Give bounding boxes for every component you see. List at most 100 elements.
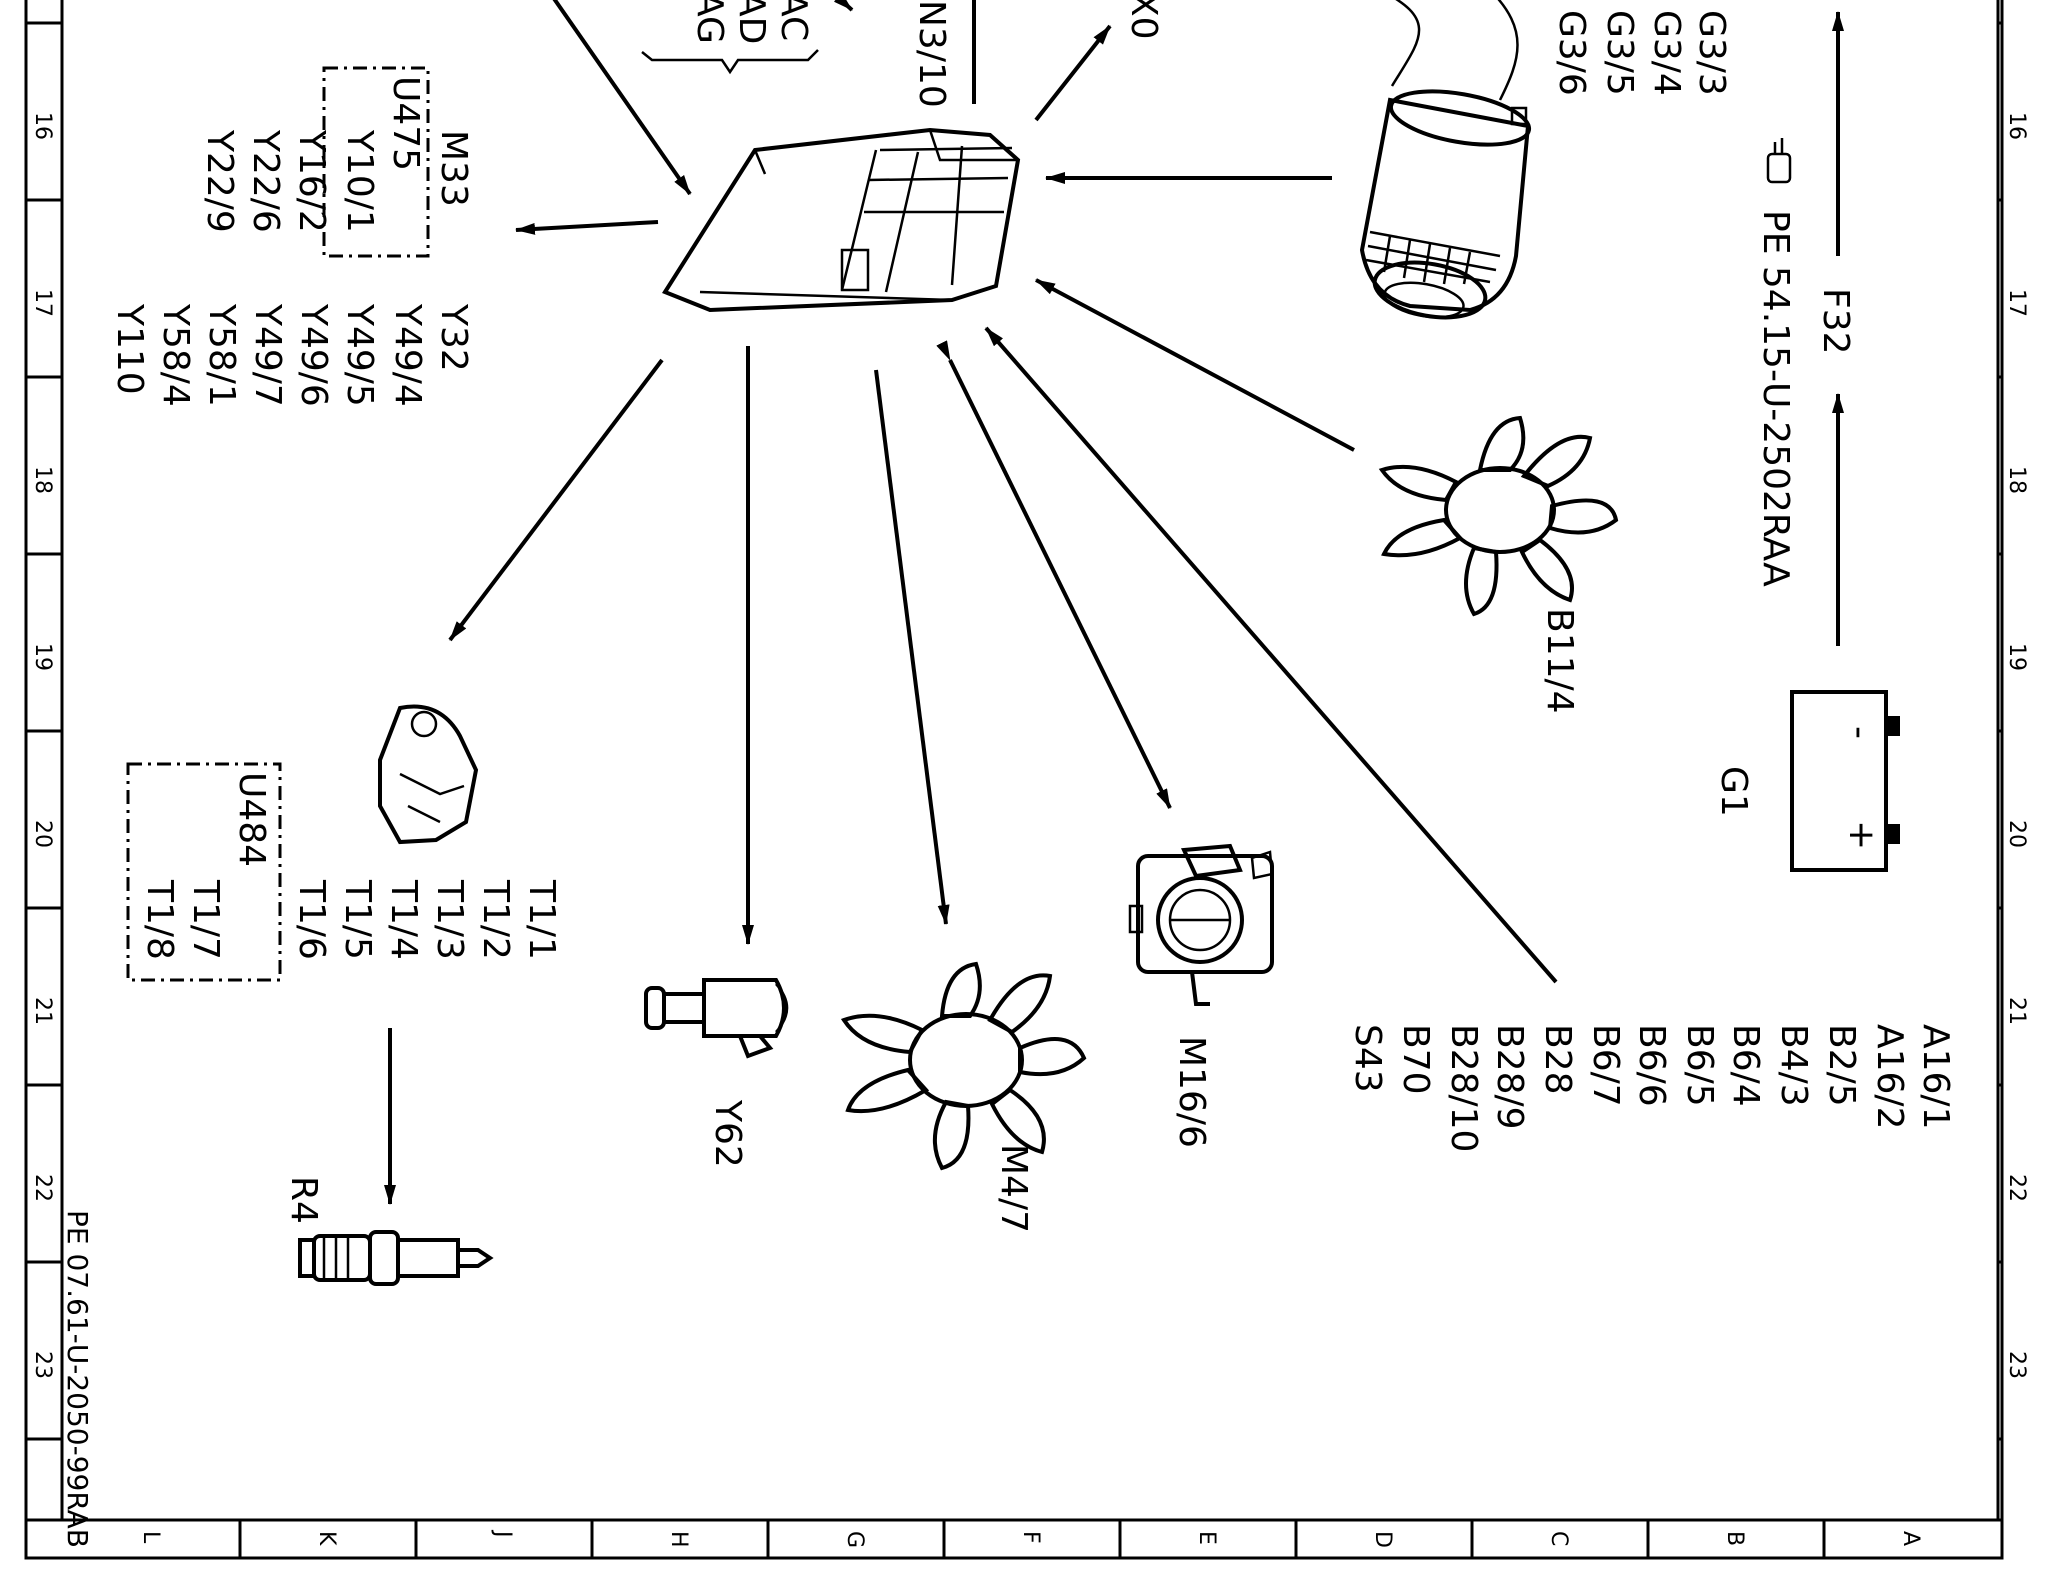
row-label: 19	[2004, 643, 2029, 671]
battery-plus-label: +	[1841, 820, 1882, 850]
svg-text:T1/6: T1/6	[291, 879, 332, 960]
row-label: 18	[30, 466, 55, 494]
hand-pointer-icon	[1766, 138, 1792, 184]
injector-icon	[644, 978, 789, 1059]
svg-text:Y49/5: Y49/5	[339, 303, 380, 407]
m33-label-group: M33 U475 Y10/1 Y16/2 Y22/6 Y22/9	[199, 66, 474, 258]
row-label: 23	[2004, 1351, 2029, 1379]
column-label: C	[1546, 1531, 1571, 1546]
svg-text:A16/2: A16/2	[1869, 1024, 1910, 1129]
row-label: 18	[2004, 466, 2029, 494]
row-labels-right: 16 17 18 19 20 21 22 23	[2004, 112, 2029, 1379]
top-left-label-group: AC AD AG	[641, 0, 819, 75]
svg-text:B28: B28	[1537, 1024, 1578, 1095]
svg-text:B28/9: B28/9	[1489, 1024, 1530, 1130]
label-r4: R4	[283, 1176, 324, 1224]
u484-box: U484 T1/7 T1/8	[126, 762, 282, 982]
battery-minus-label: -	[1839, 726, 1880, 739]
svg-text:B6/7: B6/7	[1585, 1024, 1626, 1107]
svg-text:Y10/1: Y10/1	[339, 129, 380, 233]
column-label: G	[842, 1531, 867, 1548]
arrow-top-left-fragment	[833, 0, 854, 12]
row-label: 22	[2004, 1174, 2029, 1202]
row-label: 22	[30, 1174, 55, 1202]
column-label: E	[1194, 1531, 1219, 1545]
svg-text:G3/3: G3/3	[1691, 10, 1732, 96]
svg-text:B6/5: B6/5	[1679, 1024, 1720, 1107]
svg-text:T1/4: T1/4	[383, 879, 424, 960]
svg-text:Y16/2: Y16/2	[291, 129, 332, 233]
svg-text:Y49/4: Y49/4	[387, 303, 428, 407]
row-label: 21	[30, 997, 55, 1025]
svg-text:T1/8: T1/8	[139, 879, 180, 960]
doc-reference-right: PE 54.15-U-2502RAA	[1755, 138, 1796, 587]
svg-text:S43: S43	[1347, 1024, 1388, 1093]
label-m33: M33	[433, 130, 474, 207]
svg-text:T1/3: T1/3	[429, 879, 470, 960]
fan-motor-icon	[840, 961, 1087, 1171]
battery-icon: - +	[1790, 690, 1900, 872]
spark-plug-icon	[298, 1230, 494, 1286]
svg-text:Y58/1: Y58/1	[201, 303, 242, 407]
g3-label-group: G3/3 G3/4 G3/5 G3/6	[1551, 10, 1732, 96]
label-u475: U475	[385, 76, 426, 171]
column-label: H	[666, 1531, 691, 1548]
oxygen-sensor-icon	[1359, 0, 1532, 320]
row-label: 17	[2004, 289, 2029, 317]
label-m16-6: M16/6	[1171, 1036, 1212, 1148]
throttle-valve-icon	[1128, 843, 1274, 1006]
column-label: A	[1898, 1531, 1923, 1546]
sensor-label-group: A16/1 A16/2 B2/5 B4/3 B6/4 B6/5 B6/6 B6/…	[1347, 1024, 1956, 1152]
svg-text:A16/1: A16/1	[1915, 1024, 1956, 1129]
doc-reference-left: PE 07.61-U-2050-99RAB	[61, 1210, 94, 1548]
svg-text:B2/5: B2/5	[1821, 1024, 1862, 1107]
y32-label-group: Y32 Y49/4 Y49/5 Y49/6 Y49/7 Y58/1 Y58/4 …	[109, 303, 474, 407]
row-label: 20	[30, 820, 55, 848]
svg-text:T1/1: T1/1	[521, 879, 562, 960]
ref-label: PE 54.15-U-2502RAA	[1755, 210, 1796, 587]
svg-text:Y58/4: Y58/4	[155, 303, 196, 407]
svg-text:Y110: Y110	[109, 303, 150, 395]
row-labels-left: 16 17 18 19 20 21 22 23	[30, 112, 55, 1379]
svg-text:B70: B70	[1395, 1024, 1436, 1095]
svg-text:T1/7: T1/7	[185, 879, 226, 960]
svg-text:Y22/9: Y22/9	[199, 129, 240, 233]
svg-text:AD: AD	[731, 0, 772, 44]
svg-text:B6/6: B6/6	[1631, 1024, 1672, 1107]
row-label: 17	[30, 289, 55, 317]
label-g1: G1	[1713, 766, 1754, 817]
row-label: 20	[2004, 820, 2029, 848]
column-label: K	[314, 1531, 339, 1546]
column-labels: L K J H G F E D C B A	[138, 1529, 1923, 1548]
row-label: 16	[2004, 112, 2029, 140]
svg-text:T1/5: T1/5	[337, 879, 378, 960]
label-m4-7: M4/7	[993, 1144, 1034, 1233]
svg-text:G3/5: G3/5	[1599, 10, 1640, 96]
row-label: 19	[30, 643, 55, 671]
arrow-m16-6	[936, 340, 1172, 809]
column-label: J	[490, 1529, 515, 1538]
drawing-frame	[24, 0, 2004, 1560]
control-unit-icon	[662, 127, 1021, 313]
column-label: L	[138, 1531, 163, 1544]
label-u484: U484	[231, 772, 272, 867]
label-top-right-fragment: X0	[1123, 0, 1164, 40]
arrow-top-right-fragment	[1034, 24, 1112, 122]
svg-text:AG: AG	[689, 0, 730, 44]
svg-text:B4/3: B4/3	[1773, 1024, 1814, 1107]
svg-text:Y49/6: Y49/6	[293, 303, 334, 407]
svg-text:B28/10: B28/10	[1443, 1024, 1484, 1152]
label-f32: F32	[1815, 288, 1856, 355]
ignition-coil-icon	[378, 704, 479, 845]
arrow-b11-4	[1035, 278, 1355, 452]
arrow-input-upper-left	[552, 0, 692, 196]
svg-text:G3/4: G3/4	[1646, 10, 1687, 96]
row-label: 16	[30, 112, 55, 140]
svg-text:AC: AC	[773, 0, 814, 41]
row-label: 21	[2004, 997, 2029, 1025]
svg-text:B6/4: B6/4	[1725, 1024, 1766, 1107]
arrow-m33	[515, 220, 659, 235]
column-label: D	[1370, 1531, 1395, 1548]
row-label: 23	[30, 1351, 55, 1379]
label-n3-10: N3/10	[911, 0, 952, 108]
